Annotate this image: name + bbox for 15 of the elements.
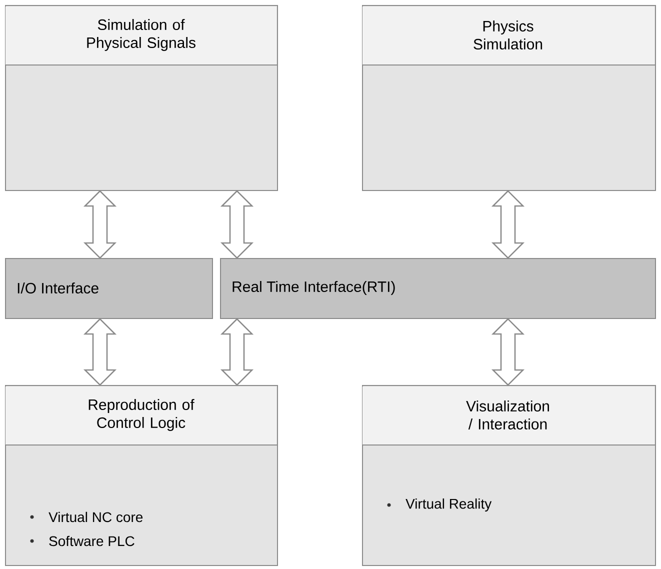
double-arrow [220, 190, 254, 259]
double-arrow [83, 318, 117, 386]
double-arrow [83, 190, 117, 259]
heading: Visualization / Interaction [466, 400, 549, 430]
double-arrow [491, 190, 525, 259]
bullet-item: Virtual NC core [30, 512, 143, 522]
bullet-item: Virtual Reality [387, 498, 492, 512]
double-arrow [220, 318, 254, 386]
bullet-item: Software PLC [30, 536, 134, 546]
heading: Physics Simulation [474, 20, 542, 50]
interface-bar: I/O Interface [5, 258, 213, 319]
heading: Reproduction of Control Logic [88, 399, 194, 431]
interface-bar: Real Time Interface(RTI) [220, 258, 656, 319]
double-arrow [491, 318, 525, 386]
heading: Simulation of Physical Signals [87, 19, 196, 51]
